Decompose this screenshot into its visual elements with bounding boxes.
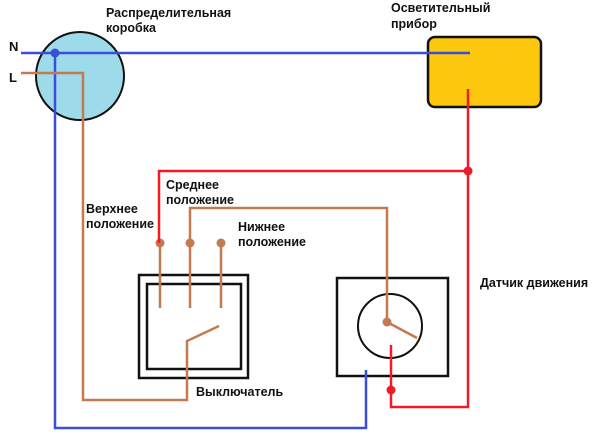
phase-wire-to-switch — [21, 71, 220, 402]
middle-position-label-1: Среднее — [166, 178, 219, 192]
lamp — [426, 35, 543, 109]
load-wire-upper-position — [157, 169, 468, 243]
switch-terminal-lower — [216, 238, 226, 248]
junction-box — [35, 31, 125, 121]
line-terminal-label: L — [9, 70, 17, 85]
switch-label: Выключатель — [196, 385, 283, 399]
motion-sensor-box — [335, 276, 450, 378]
lower-position-label-2: положение — [238, 235, 306, 249]
lamp-label-1: Осветительный — [391, 1, 490, 15]
junction-box-label-2: коробка — [106, 21, 157, 35]
neutral-wire-to-sensor — [53, 53, 368, 430]
switch-box-outer — [137, 273, 250, 380]
switch-box-inner — [145, 282, 243, 371]
motion-sensor-label: Датчик движения — [480, 276, 588, 290]
load-junction-dot — [463, 166, 473, 176]
upper-position-label-2: положение — [86, 217, 154, 231]
neutral-junction-dot — [50, 48, 60, 58]
phase-wire-middle-to-sensor — [188, 206, 418, 340]
load-wire-lamp — [389, 89, 470, 409]
sensor-output-dot — [386, 385, 396, 395]
lower-position-label-1: Нижнее — [238, 220, 285, 234]
junction-box-label-1: Распределительная — [106, 6, 231, 20]
middle-position-label-2: положение — [166, 193, 234, 207]
upper-position-label-1: Верхнее — [86, 202, 138, 216]
switch-terminal-middle — [185, 238, 195, 248]
sensor-pivot-dot — [382, 317, 392, 327]
lamp-label-2: прибор — [391, 17, 437, 31]
neutral-terminal-label: N — [9, 39, 18, 54]
